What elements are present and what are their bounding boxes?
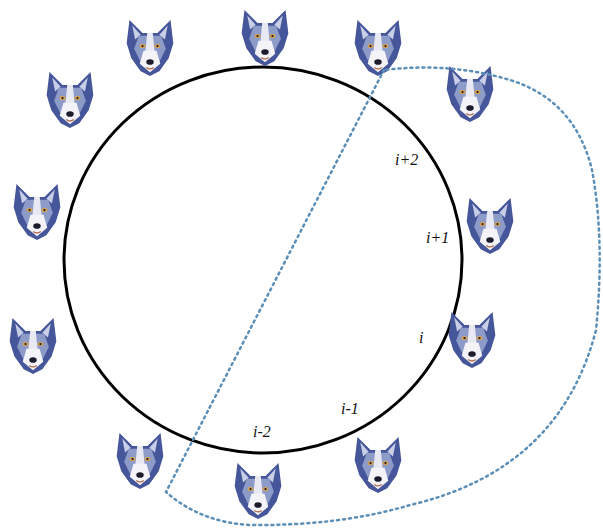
wolf-heads <box>10 10 514 519</box>
position-label: i-2 <box>253 424 271 440</box>
position-label: i+2 <box>395 152 418 168</box>
neighborhood-loop <box>166 68 600 526</box>
table-circle <box>64 67 462 453</box>
position-label: i+1 <box>426 230 449 246</box>
position-label: i <box>419 330 423 346</box>
position-label: i-1 <box>341 401 359 417</box>
